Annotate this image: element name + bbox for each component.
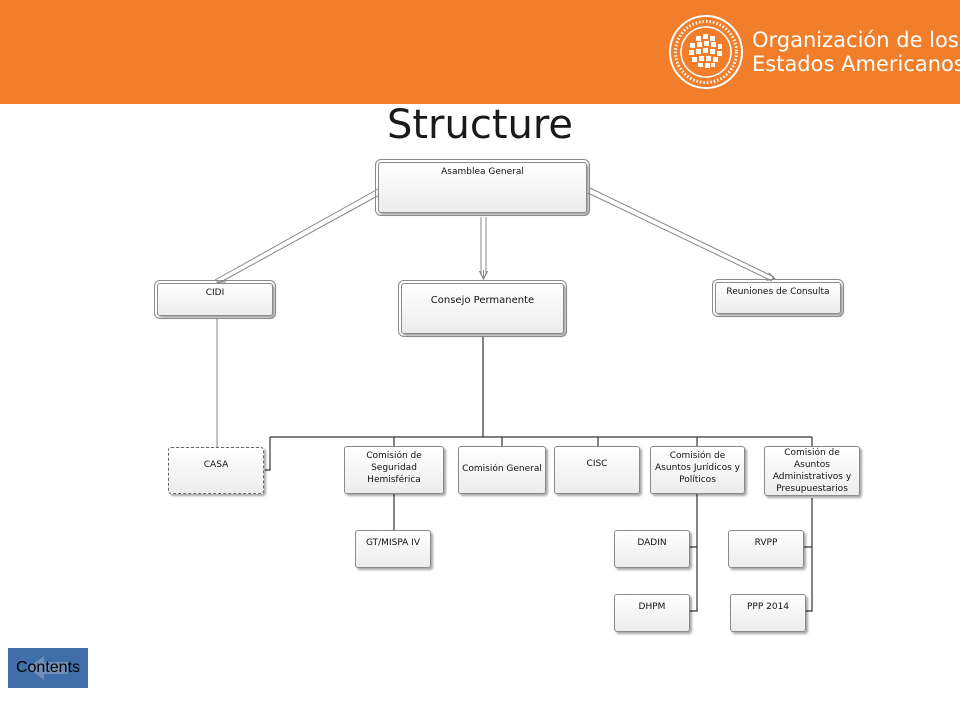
label-administrativos-4: Presupuestarios — [776, 484, 848, 494]
box-rvpp[interactable]: RVPP — [728, 530, 804, 568]
arrow-to-reuniones — [587, 187, 775, 282]
child-lines — [393, 494, 813, 612]
label-cisc: CISC — [586, 459, 608, 469]
label-seguridad-1: Comisión de — [366, 451, 422, 461]
box-comision-administrativos[interactable]: Comisión de Asuntos Administrativos y Pr… — [764, 446, 860, 496]
label-gt-mispa: GT/MISPA IV — [366, 538, 420, 548]
label-juridicos-2: Asuntos Jurídicos y — [655, 463, 740, 473]
box-reuniones-consulta[interactable]: Reuniones de Consulta — [712, 279, 844, 317]
consejo-bus — [265, 336, 813, 471]
arrow-to-consejo — [481, 217, 486, 279]
box-comision-general[interactable]: Comisión General — [458, 446, 546, 494]
label-juridicos-3: Políticos — [679, 475, 716, 485]
box-gt-mispa[interactable]: GT/MISPA IV — [355, 530, 431, 568]
box-comision-juridicos[interactable]: Comisión de Asuntos Jurídicos y Político… — [650, 446, 745, 494]
box-dhpm[interactable]: DHPM — [614, 594, 690, 632]
label-consejo-permanente: Consejo Permanente — [430, 295, 535, 306]
label-dadin: DADIN — [637, 538, 667, 548]
label-casa: CASA — [203, 460, 229, 470]
label-administrativos-1: Comisión de — [784, 448, 840, 458]
label-rvpp: RVPP — [754, 538, 778, 548]
page-title: Structure — [386, 102, 574, 148]
box-asamblea-general[interactable]: Asamblea General — [375, 159, 590, 216]
contents-button[interactable]: Contents — [8, 648, 88, 688]
box-casa[interactable]: CASA — [168, 447, 264, 494]
label-ppp-2014: PPP 2014 — [746, 602, 790, 612]
box-comision-seguridad[interactable]: Comisión de Seguridad Hemisférica — [344, 446, 444, 494]
label-administrativos-3: Administrativos y — [772, 472, 852, 482]
back-arrow-icon — [28, 656, 68, 680]
label-dhpm: DHPM — [638, 602, 666, 612]
header-bar: Organización de los Estados Americanos — [0, 0, 960, 104]
box-dadin[interactable]: DADIN — [614, 530, 690, 568]
arrow-to-cidi — [214, 188, 382, 283]
label-asamblea-general: Asamblea General — [441, 167, 524, 177]
box-consejo-permanente[interactable]: Consejo Permanente — [398, 280, 567, 337]
org-name-line1: Organización de los — [752, 28, 959, 52]
label-reuniones-consulta: Reuniones de Consulta — [726, 287, 830, 297]
box-ppp-2014[interactable]: PPP 2014 — [730, 594, 806, 632]
label-juridicos-1: Comisión de — [669, 451, 726, 461]
oas-seal-icon — [669, 15, 743, 89]
label-seguridad-2: Seguridad — [371, 463, 417, 473]
contents-label: Contents — [15, 659, 81, 676]
label-administrativos-2: Asuntos — [794, 460, 830, 470]
label-cidi: CIDI — [205, 288, 225, 298]
org-name: Organización de los Estados Americanos — [752, 28, 960, 76]
label-comision-general: Comisión General — [462, 464, 542, 474]
label-seguridad-3: Hemisférica — [367, 475, 421, 485]
org-name-line2: Estados Americanos — [752, 52, 960, 76]
box-cidi[interactable]: CIDI — [154, 280, 276, 319]
box-cisc[interactable]: CISC — [554, 446, 640, 494]
